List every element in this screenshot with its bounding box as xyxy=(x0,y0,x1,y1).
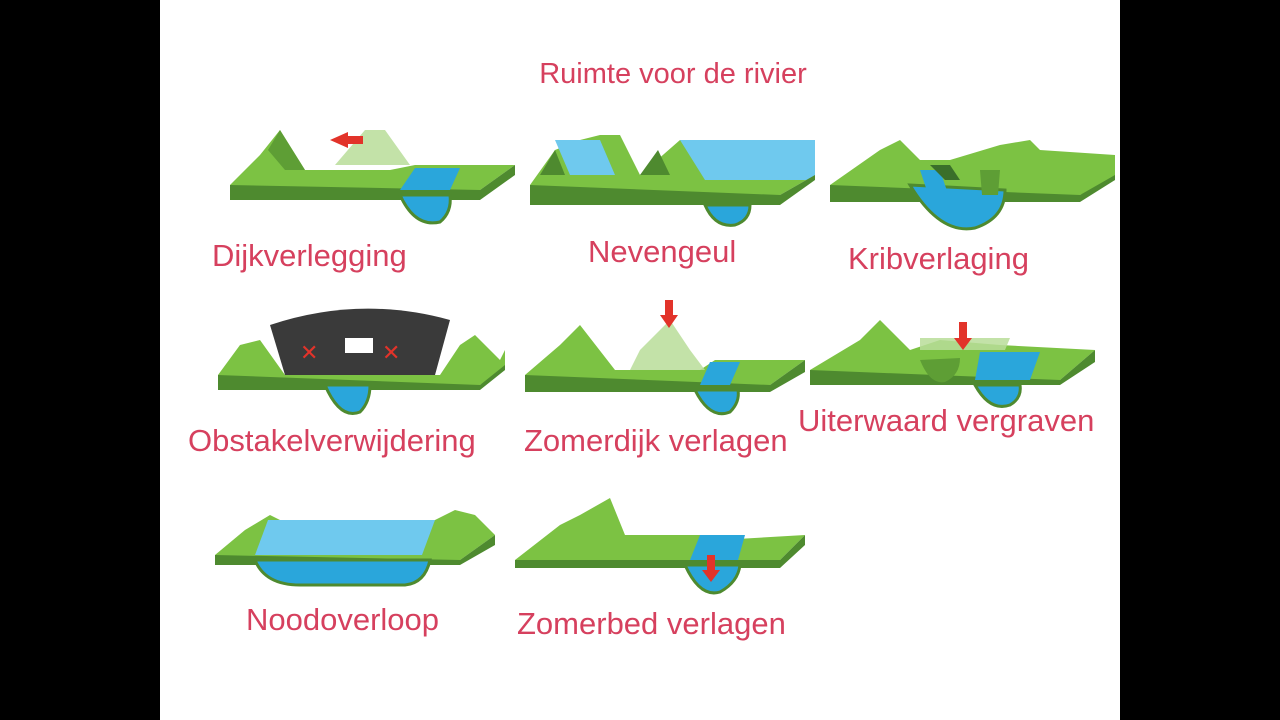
diagram-zomerbed-verlagen xyxy=(515,498,805,595)
red-arrow-icon xyxy=(702,555,720,582)
diagram-dijkverlegging xyxy=(230,130,515,225)
label-zomerbed-verlagen: Zomerbed verlagen xyxy=(517,606,786,641)
label-uiterwaard-vergraven: Uiterwaard vergraven xyxy=(798,403,1095,438)
cross-icon: ✕ xyxy=(382,341,400,366)
diagrams-canvas: ✕ ✕ xyxy=(215,130,1115,595)
label-zomerdijk-verlagen: Zomerdijk verlagen xyxy=(524,423,788,458)
diagram-zomerdijk-verlagen xyxy=(525,300,805,416)
diagram-obstakelverwijdering: ✕ ✕ xyxy=(218,308,505,415)
slide: Ruimte voor de rivier xyxy=(160,0,1120,720)
label-kribverlaging: Kribverlaging xyxy=(848,241,1029,276)
cross-icon: ✕ xyxy=(300,341,318,366)
label-noodoverloop: Noodoverloop xyxy=(246,602,440,637)
diagram-noodoverloop xyxy=(215,510,495,587)
diagram-kribverlaging xyxy=(830,140,1115,231)
label-obstakelverwijdering: Obstakelverwijdering xyxy=(188,423,476,458)
red-arrow-icon xyxy=(954,322,972,350)
red-arrow-icon xyxy=(330,132,363,148)
label-nevengeul: Nevengeul xyxy=(588,234,737,269)
label-dijkverlegging: Dijkverlegging xyxy=(212,238,407,273)
page-title: Ruimte voor de rivier xyxy=(539,58,807,90)
red-arrow-icon xyxy=(660,300,678,328)
diagram-nevengeul xyxy=(530,135,815,227)
diagram-uiterwaard-vergraven xyxy=(810,320,1095,408)
